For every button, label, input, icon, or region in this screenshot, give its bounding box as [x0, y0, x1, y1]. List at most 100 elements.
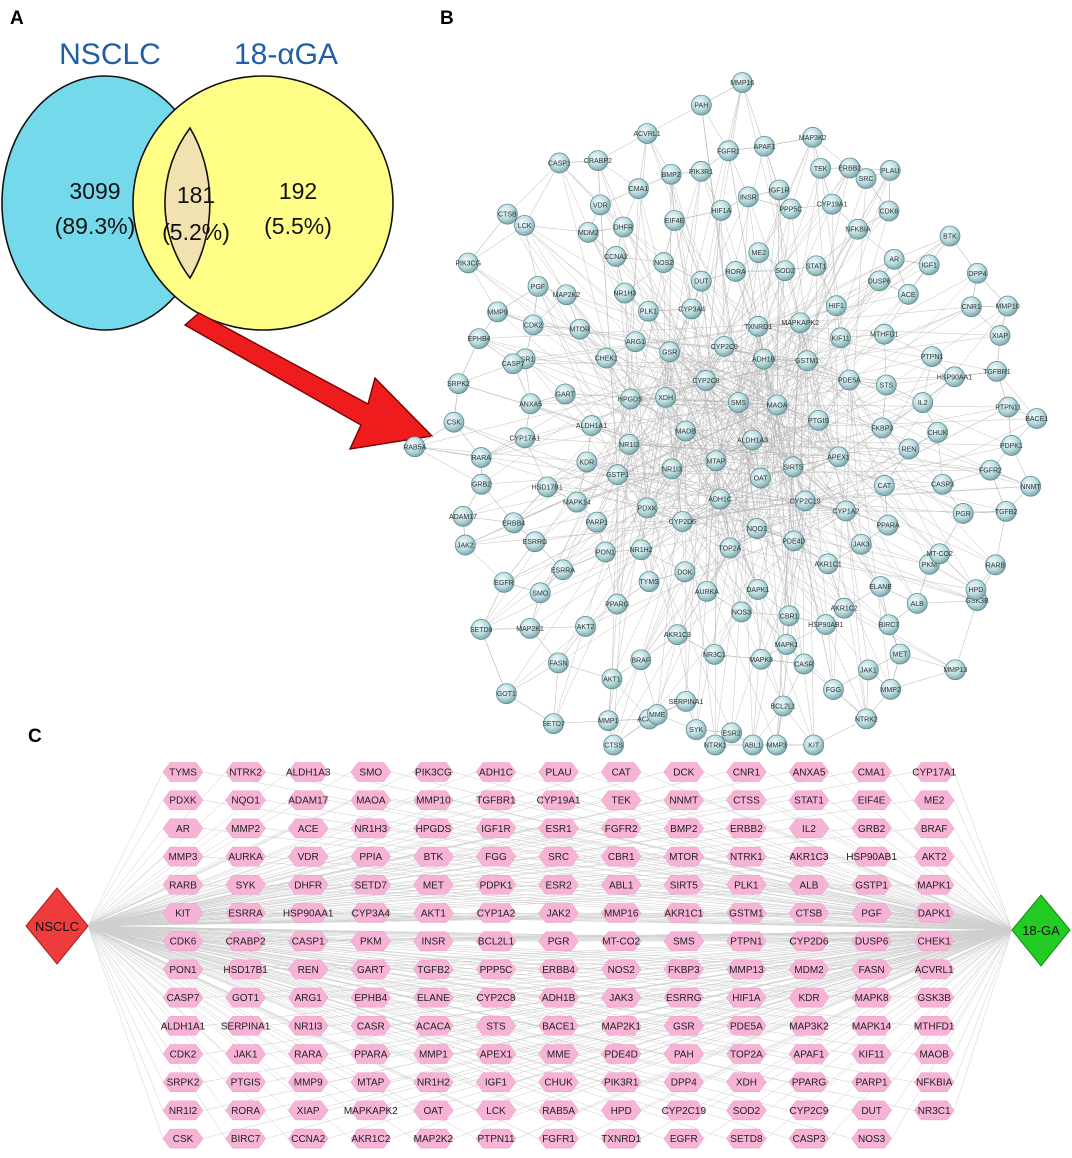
target-hexagon: AKR1C2	[350, 1128, 392, 1149]
target-label: MAPK14	[852, 1021, 892, 1032]
target-label: ESR1	[546, 824, 573, 835]
target-label: MMP13	[729, 965, 764, 976]
network-node-label: AURKA	[695, 589, 719, 596]
network-node-label: STS	[880, 383, 894, 390]
network-edge	[776, 229, 859, 405]
network-node-label: MMP13	[943, 667, 967, 674]
target-label: TGFB2	[417, 965, 450, 976]
target-label: AKR1C3	[790, 852, 829, 863]
network-node-label: MMP2	[881, 687, 901, 694]
network-edge	[414, 446, 482, 485]
network-node: NR1I2	[618, 433, 640, 455]
target-hexagon: TEK	[600, 790, 642, 810]
network-node-label: ERBB4	[502, 520, 525, 527]
network-node: ALDH1A3	[737, 429, 768, 451]
network-node-label: NR1H2	[630, 547, 653, 554]
network-node-label: BACE1	[1025, 416, 1048, 423]
network-node: PDE5A	[838, 369, 861, 391]
target-label: KIF11	[859, 1050, 885, 1061]
target-hexagon: ERBB2	[726, 818, 767, 839]
network-node-label: CMA1	[629, 186, 649, 193]
target-hexagon: RORA	[225, 1100, 266, 1121]
network-edge	[849, 376, 955, 381]
network-node: CAT	[874, 475, 895, 496]
target-hexagon: SMS	[663, 931, 705, 951]
network-node-label: PPP5C	[779, 206, 802, 213]
target-hexagon: CASR	[350, 1016, 392, 1036]
venn-right-title: 18-αGA	[234, 38, 338, 71]
target-hexagon: CDK2	[162, 1044, 204, 1064]
target-label: HSD17B1	[223, 965, 268, 976]
network-edge	[497, 311, 778, 406]
network-edge	[804, 210, 890, 502]
network-node: HIF1A	[710, 199, 732, 221]
network-node: HSP90AB1	[808, 614, 844, 635]
network-node: CASP1	[548, 152, 571, 174]
network-edge	[806, 360, 883, 429]
target-hexagon: CDK6	[162, 931, 204, 951]
network-edge	[630, 398, 697, 730]
network-node: CHUK	[927, 421, 949, 443]
network-node-label: SOD2	[775, 268, 794, 275]
target-edge-right	[891, 828, 1013, 931]
target-hexagon: ESRRA	[225, 903, 266, 923]
target-hexagon: AKT2	[913, 846, 955, 867]
target-hexagon: RARA	[287, 1044, 329, 1064]
network-edge	[701, 281, 759, 327]
network-node-label: ALDH1A1	[576, 423, 607, 430]
network-node-label: AKR1C1	[814, 561, 841, 568]
venn-diagram: NSCLC 18-αGA 3099 (89.3%) 181 (5.2%) 192…	[1, 38, 434, 450]
network-node: MME	[646, 704, 668, 725]
target-label: SRC	[548, 852, 569, 863]
network-node-label: MMP9	[487, 309, 507, 316]
target-edge-right	[766, 828, 1013, 931]
network-node: DOK	[674, 561, 696, 583]
target-label: ERBB4	[542, 965, 575, 976]
network-node: NR1H3	[613, 282, 636, 304]
target-hexagon: MME	[538, 1044, 579, 1064]
network-node-label: BTK	[943, 233, 957, 240]
network-node: MTHFD1	[870, 323, 899, 345]
network-node-label: CYP19A1	[817, 202, 848, 209]
target-hexagon: MTAP	[350, 1072, 392, 1092]
target-edge-left	[87, 925, 852, 1083]
network-node: MMP2	[880, 679, 902, 700]
network-node-label: CRABP2	[584, 158, 612, 165]
target-hexagon: IL2	[788, 818, 830, 839]
network-node-label: GART	[556, 391, 576, 398]
target-label: NR1H3	[354, 824, 387, 835]
target-hexagon: PLK1	[726, 875, 767, 895]
network-node-label: FGFR1	[717, 148, 740, 155]
target-hexagon: NNMT	[663, 790, 705, 810]
network-node: GSR	[659, 341, 681, 363]
target-edge-left	[87, 925, 477, 1027]
target-label: CTSB	[796, 909, 823, 920]
target-hexagon: TGFB2	[413, 959, 454, 980]
target-hexagon: GART	[350, 959, 392, 980]
target-hexagon: PKM	[350, 931, 392, 951]
target-label: DUSP6	[855, 937, 889, 948]
target-label: SMS	[673, 937, 695, 948]
network-links	[414, 82, 1037, 746]
target-label: ADH1C	[479, 768, 513, 779]
target-label: CYP17A1	[912, 768, 956, 779]
target-hexagon: HIF1A	[726, 987, 767, 1008]
target-edge-right	[953, 929, 1013, 1026]
network-edge	[685, 430, 1007, 512]
network-node: CMA1	[628, 178, 649, 200]
network-node-label: NTRK1	[704, 743, 727, 750]
network-node-label: LCK	[518, 223, 532, 230]
target-edge-left	[87, 925, 226, 998]
network-node: NOS3	[731, 601, 752, 623]
target-edge-left	[87, 771, 852, 927]
network-node-label: GSR	[662, 349, 677, 356]
target-edge-right	[265, 771, 1013, 931]
network-edge	[715, 168, 821, 461]
network-node: CYP2C9	[711, 336, 738, 357]
target-edge-right	[954, 884, 1013, 931]
network-node-label: NOS3	[732, 609, 751, 616]
target-label: NTRK1	[730, 852, 763, 863]
target-hexagon: CYP2C8	[475, 987, 517, 1008]
network-node: PIK3R1	[689, 160, 713, 182]
network-node-label: TGFBR1	[983, 369, 1011, 376]
